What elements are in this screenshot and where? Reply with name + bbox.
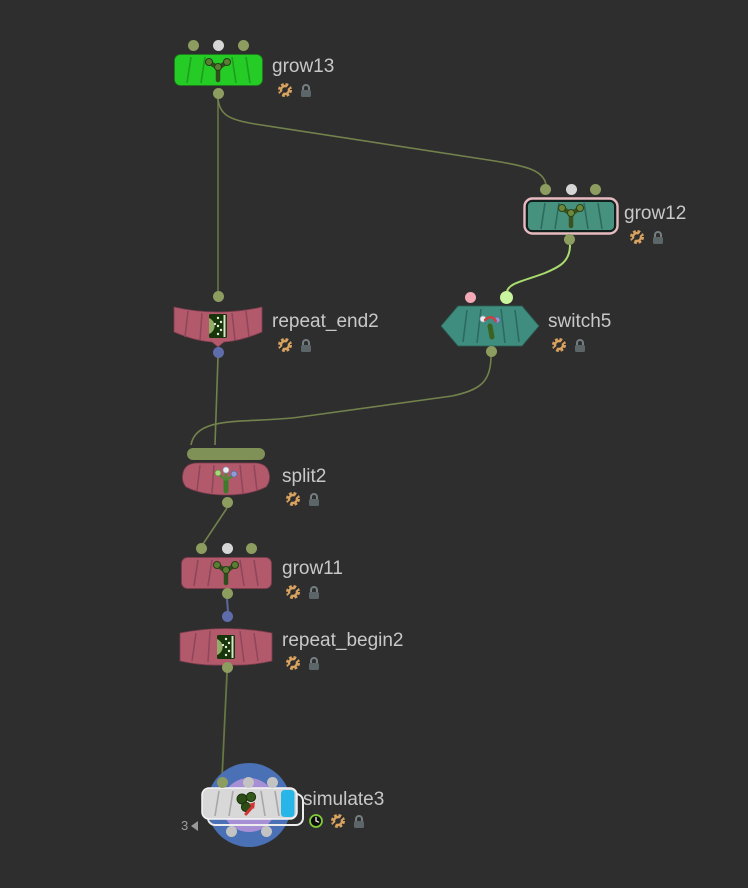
lock-icon[interactable] (352, 814, 366, 829)
node-label-simulate3: simulate3 (303, 789, 385, 810)
grow11-output-connector[interactable] (222, 588, 233, 599)
simulate3-badges (308, 813, 366, 829)
node-simulate3[interactable] (201, 787, 298, 820)
grow12-input-connector-1[interactable] (540, 184, 551, 195)
node-label-repeat_begin2: repeat_begin2 (282, 630, 404, 651)
simulate3-accent-segment (281, 790, 295, 817)
grow13-badges (277, 82, 313, 98)
lock-icon[interactable] (299, 338, 313, 353)
node-label-grow13: grow13 (272, 56, 335, 77)
lock-icon[interactable] (573, 338, 587, 353)
simulate3-output-connector-1[interactable] (226, 826, 237, 837)
node-dividers (191, 630, 259, 663)
switch5-input-connector-2[interactable] (500, 291, 513, 304)
gear-icon[interactable] (629, 229, 645, 245)
gear-icon[interactable] (277, 82, 293, 98)
edge-switch5-split2[interactable] (190, 355, 492, 446)
node-label-split2: split2 (282, 466, 327, 487)
edge-grow13-grow12[interactable] (217, 97, 547, 186)
node-switch5[interactable] (439, 302, 541, 350)
node-repeat_end2[interactable] (171, 300, 265, 354)
grow12-output-connector[interactable] (564, 234, 575, 245)
simulate3-input-connector-2[interactable] (243, 777, 254, 788)
edge-grow12-switch5[interactable] (506, 244, 571, 293)
simulate-berries-icon (236, 791, 257, 816)
grow12-badges (629, 229, 665, 245)
loop-count-value: 3 (181, 818, 189, 833)
grow13-input-connector-3[interactable] (238, 40, 249, 51)
repeat_begin2-input-connector[interactable] (222, 611, 233, 622)
switch5-output-connector[interactable] (486, 346, 497, 357)
grow13-input-connector-1[interactable] (188, 40, 199, 51)
switch5-input-connector-1[interactable] (465, 292, 476, 303)
split2-output-connector[interactable] (222, 497, 233, 508)
grow11-input-connector-1[interactable] (196, 543, 207, 554)
repeat_end2-output-connector[interactable] (213, 347, 224, 358)
node-dividers (186, 56, 251, 84)
gear-icon[interactable] (551, 337, 567, 353)
grow12-input-connector-2[interactable] (566, 184, 577, 195)
simulate3-input-connector-3[interactable] (267, 777, 278, 788)
switch-icon (479, 315, 501, 340)
gear-icon[interactable] (285, 584, 301, 600)
gear-icon[interactable] (330, 813, 346, 829)
grow11-badges (285, 584, 321, 600)
lock-icon[interactable] (307, 492, 321, 507)
collapse-arrow-icon[interactable] (191, 820, 199, 831)
grow-tree-icon (558, 204, 584, 229)
simulate3-loop-count: 3 (181, 818, 199, 833)
node-dividers (462, 308, 520, 344)
node-grow12[interactable] (523, 197, 619, 235)
edge-split2-grow11[interactable] (202, 507, 228, 545)
gear-icon[interactable] (285, 491, 301, 507)
clock-icon[interactable] (308, 813, 324, 829)
node-dividers (214, 790, 280, 817)
lock-icon[interactable] (307, 585, 321, 600)
switch5-badges (551, 337, 587, 353)
grow-tree-icon (205, 58, 231, 83)
lock-icon[interactable] (651, 230, 665, 245)
node-label-grow12: grow12 (624, 203, 687, 224)
repeat_begin2-output-connector[interactable] (222, 662, 233, 673)
simulate3-input-connector-1[interactable] (217, 777, 228, 788)
grow13-input-connector-2[interactable] (213, 40, 224, 51)
grow-tree-icon (213, 561, 239, 586)
node-label-grow11: grow11 (282, 558, 343, 579)
split-icon (214, 466, 238, 494)
node-grow11[interactable] (181, 557, 272, 589)
grow11-input-connector-3[interactable] (246, 543, 257, 554)
node-dividers (184, 310, 250, 341)
repeat-icon (209, 314, 227, 338)
gear-icon[interactable] (277, 337, 293, 353)
edge-repeat_begin2-simulate3[interactable] (221, 672, 228, 779)
node-dividers (196, 464, 258, 494)
node-repeat_begin2[interactable] (177, 620, 275, 672)
lock-icon[interactable] (299, 83, 313, 98)
edge-grow11-repeat_begin2[interactable] (226, 598, 229, 613)
simulate3-output-connector-2[interactable] (261, 826, 272, 837)
node-label-repeat_end2: repeat_end2 (272, 311, 379, 332)
grow11-input-connector-2[interactable] (222, 543, 233, 554)
repeat_end2-badges (277, 337, 313, 353)
node-split2[interactable] (178, 460, 274, 498)
repeat_end2-input-connector[interactable] (213, 291, 224, 302)
grow13-output-connector[interactable] (213, 88, 224, 99)
repeat-icon (217, 635, 235, 659)
gear-icon[interactable] (285, 655, 301, 671)
edge-repeat_end2-split2[interactable] (214, 356, 219, 446)
node-grow13[interactable] (174, 54, 263, 86)
node-label-switch5: switch5 (548, 311, 612, 332)
split2-badges (285, 491, 321, 507)
split2-input-bar[interactable] (187, 448, 265, 460)
node-dividers (193, 559, 259, 587)
repeat_begin2-badges (285, 655, 321, 671)
grow12-input-connector-3[interactable] (590, 184, 601, 195)
lock-icon[interactable] (307, 656, 321, 671)
